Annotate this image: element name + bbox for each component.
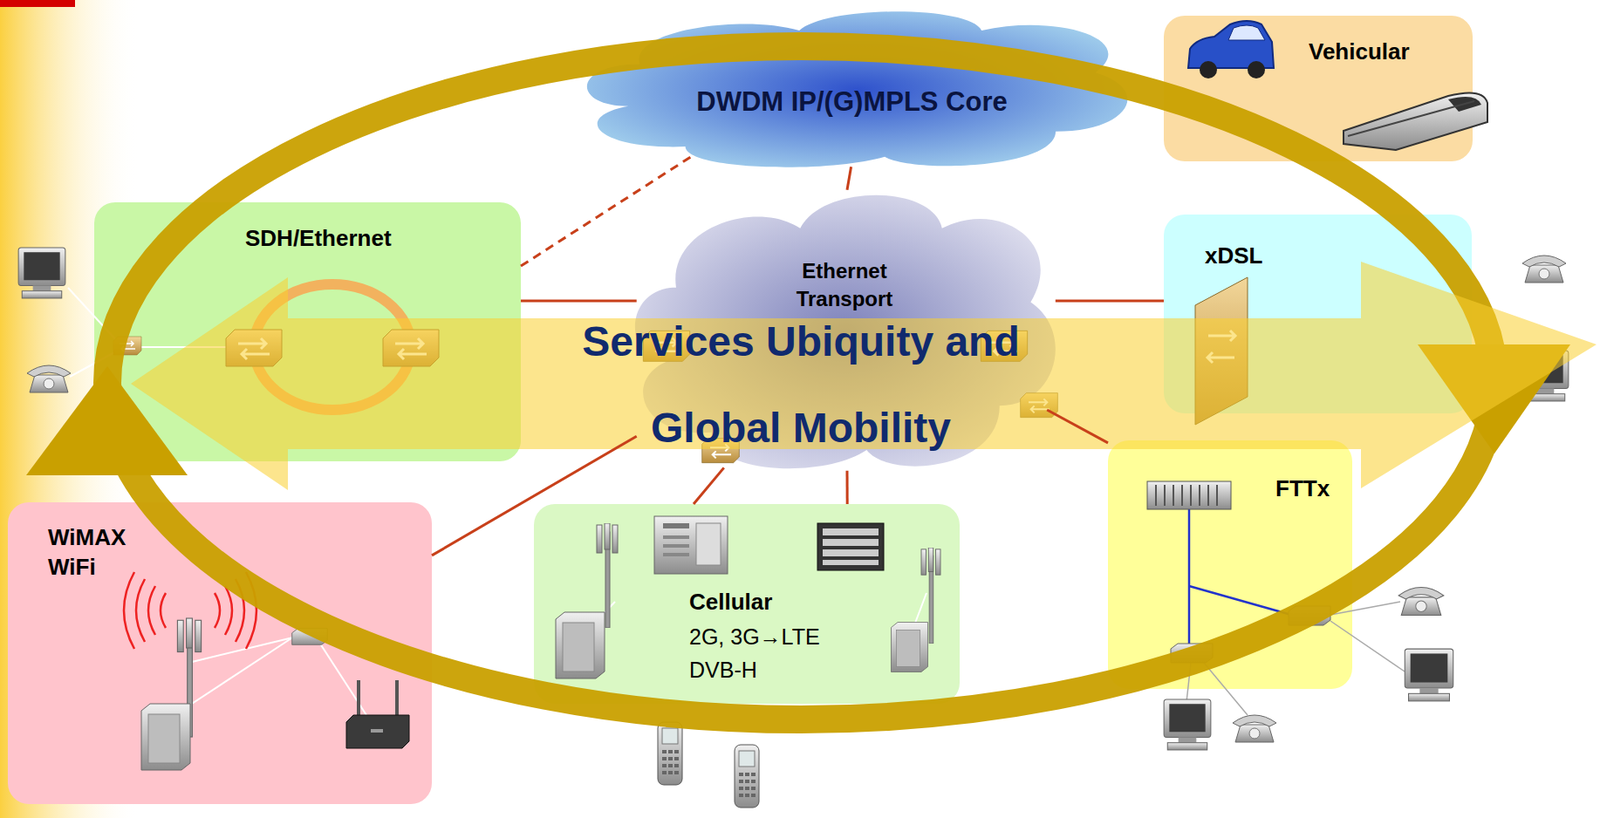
- services-band: [130, 261, 1597, 491]
- node-heading: FTTx: [1275, 475, 1330, 503]
- node-heading: DWDM IP/(G)MPLS Core: [571, 85, 1133, 118]
- link-line: [431, 436, 637, 556]
- node-heading: xDSL: [1204, 242, 1263, 270]
- pc-icon: [1404, 649, 1453, 702]
- link-line: [520, 157, 691, 267]
- node-body: 2G, 3G→LTE DVB-H: [689, 621, 843, 687]
- link-line: [847, 166, 852, 191]
- bts-icon: [555, 612, 605, 679]
- pc-icon: [1163, 699, 1211, 751]
- node-heading: Ethernet Transport: [765, 257, 924, 315]
- node-heading: SDH/Ethernet: [245, 225, 392, 253]
- node-heading: Vehicular: [1308, 38, 1410, 66]
- pc-icon: [18, 247, 66, 299]
- link-line: [520, 299, 637, 302]
- corner-mark: [0, 0, 76, 7]
- cabinet-icon: [654, 516, 728, 575]
- bts-icon: [891, 622, 929, 673]
- link-line: [846, 471, 849, 505]
- rack-icon: [817, 523, 884, 571]
- mobile-icon: [734, 745, 759, 808]
- phone-icon: [27, 365, 71, 393]
- banner-title: Services Ubiquity and Global Mobility: [521, 298, 1081, 472]
- phone-icon: [1398, 588, 1444, 616]
- bts-icon: [141, 704, 191, 771]
- phone-icon: [1522, 255, 1566, 283]
- olt-slots: [1155, 485, 1218, 506]
- node-heading: Cellular: [689, 588, 773, 616]
- router-icon: [346, 680, 410, 749]
- olt-icon: [1147, 481, 1231, 510]
- core-cloud: DWDM IP/(G)MPLS Core: [571, 5, 1142, 174]
- link-line: [1055, 299, 1164, 302]
- link-line: [693, 467, 725, 505]
- node-heading: WiMAX WiFi: [47, 523, 153, 583]
- mobile-icon: [657, 722, 683, 786]
- phone-icon: [1232, 715, 1277, 743]
- car-icon: [1188, 20, 1274, 79]
- link-line: [1046, 410, 1108, 444]
- train-icon: [1343, 92, 1488, 151]
